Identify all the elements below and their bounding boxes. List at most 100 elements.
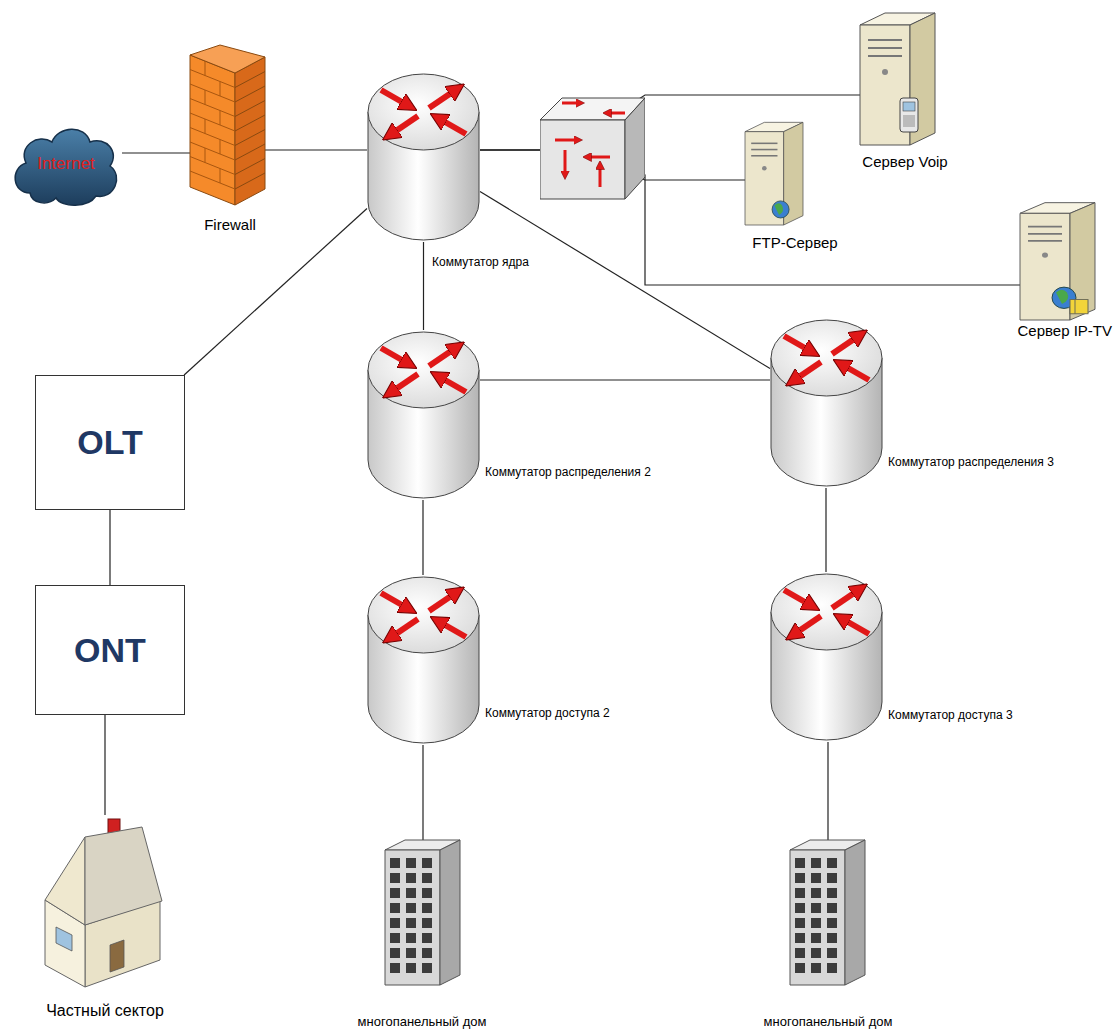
icon-part: [368, 577, 479, 653]
icon-part: [385, 850, 440, 985]
router-icon: [367, 330, 480, 500]
icon-part: [235, 173, 265, 189]
icon-part: [811, 873, 821, 883]
node-label: многопанельный дом: [764, 1015, 893, 1030]
link-line: [104, 715, 105, 815]
icon-part: [832, 589, 860, 608]
server-icon: [860, 10, 935, 145]
node-label: Частный сектор: [46, 1002, 164, 1020]
switch-arrow: [564, 150, 567, 175]
switch-arrow: [555, 139, 578, 142]
icon-part: [790, 850, 845, 985]
icon-part: [390, 873, 400, 883]
link-line: [480, 379, 770, 380]
icon-part: [827, 888, 837, 898]
icon-part: [868, 39, 902, 41]
icon-part: [795, 873, 805, 883]
icon-part: [745, 132, 784, 225]
icon-part: [235, 130, 265, 146]
icon-part: [827, 873, 837, 883]
icon-part: [190, 99, 235, 117]
icon-part: [220, 140, 221, 155]
icon-part: [190, 55, 235, 205]
icon-part: [205, 119, 206, 134]
house-icon: [40, 815, 165, 990]
icon-part: [795, 903, 805, 913]
icon-part: [235, 86, 265, 102]
icon-part: [190, 171, 235, 189]
icon-part: [845, 840, 865, 985]
icon-part: [811, 903, 821, 913]
icon-part: [205, 61, 206, 76]
icon-part: [406, 903, 416, 913]
icon-part: [422, 918, 432, 928]
icon-part: [811, 948, 821, 958]
icon-part: [235, 144, 265, 160]
icon-part: [1070, 300, 1088, 314]
icon-part: [235, 159, 265, 175]
icon-part: [774, 203, 783, 215]
icon-part: [368, 74, 479, 150]
icon-part: [811, 858, 821, 868]
icon-part: [422, 948, 432, 958]
router-node: Коммутатор доступа 3: [770, 572, 883, 742]
icon-part: [882, 69, 888, 75]
link-line: [480, 191, 770, 368]
icon-part: [190, 45, 265, 73]
icon-part: [422, 903, 432, 913]
switch-front: [540, 120, 625, 199]
icon-part: [438, 621, 466, 637]
icon-part: [406, 963, 416, 973]
icon-part: [85, 827, 162, 925]
icon-part: [381, 348, 409, 364]
building-node: многопанельный дом: [790, 840, 865, 985]
node-text: Internet: [37, 154, 95, 174]
server-icon: [745, 120, 803, 225]
server-node: Сервер IP-TV: [1020, 200, 1095, 320]
icon-part: [220, 82, 221, 97]
icon-part: [1056, 290, 1068, 304]
icon-part: [841, 364, 869, 380]
icon-part: [903, 115, 915, 127]
server-icon: [1020, 200, 1095, 320]
icon-part: [190, 128, 235, 146]
icon-part: [795, 858, 805, 868]
icon-part: [15, 129, 116, 205]
icon-part: [751, 143, 777, 145]
icon-part: [429, 592, 457, 611]
icon-part: [1028, 226, 1062, 228]
icon-part: [381, 90, 409, 106]
icon-part: [784, 590, 812, 606]
node-label: Сервер IP-TV: [1017, 322, 1112, 339]
house-node: Частный сектор: [40, 815, 165, 990]
icon-part: [795, 963, 805, 973]
icon-part: [440, 840, 460, 985]
icon-part: [841, 618, 869, 634]
box-node: ONT: [35, 585, 185, 715]
icon-part: [406, 948, 416, 958]
icon-part: [832, 335, 860, 354]
icon-part: [406, 873, 416, 883]
text-holder: ONT: [36, 586, 184, 714]
icon-part: [793, 616, 821, 635]
icon-part: [422, 933, 432, 943]
icon-part: [56, 927, 72, 951]
icon-part: [795, 933, 805, 943]
link-line: [827, 742, 828, 840]
icon-part: [205, 90, 206, 105]
icon-part: [827, 948, 837, 958]
icon-part: [827, 963, 837, 973]
icon-part: [190, 142, 235, 160]
link-line: [122, 152, 190, 153]
router-icon: [770, 318, 883, 488]
icon-part: [422, 888, 432, 898]
switch-arrow: [562, 102, 580, 105]
icon-part: [827, 858, 837, 868]
icon-part: [903, 102, 915, 111]
router-node: Коммутатор распределения 3: [770, 318, 883, 488]
router-icon: [367, 575, 480, 745]
icon-part: [390, 888, 400, 898]
node-text: OLT: [77, 423, 142, 462]
icon-part: [784, 336, 812, 352]
